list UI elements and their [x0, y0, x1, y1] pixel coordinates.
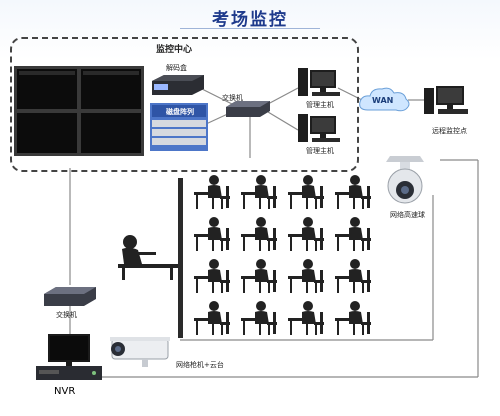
management-host-2-label: 管理主机 [306, 147, 334, 155]
student-seat-icon [194, 259, 230, 293]
student-seat-icon [241, 259, 277, 293]
decoder-label: 解码盒 [166, 64, 187, 72]
student-seat-icon [241, 175, 277, 209]
bullet-camera-icon [110, 337, 170, 367]
diagram-title: 考场监控 [212, 10, 288, 30]
student-seat-icon [288, 259, 324, 293]
classroom-wall [178, 178, 183, 338]
student-seat-icon [288, 175, 324, 209]
decoder-box-icon [152, 75, 204, 95]
nvr-recorder-icon [36, 366, 102, 380]
remote-point-label: 远程监控点 [432, 127, 467, 135]
switch-local-label: 交换机 [56, 311, 77, 319]
management-host-2-icon [298, 114, 340, 142]
local-switch-icon [44, 287, 96, 306]
management-host-1-icon [298, 68, 340, 96]
student-seat-icon [335, 301, 371, 335]
speed-dome-camera-icon [386, 156, 424, 204]
student-seat-icon [241, 301, 277, 335]
disk-array-icon [150, 103, 208, 151]
student-seat-icon [288, 301, 324, 335]
exam-seats-grid [194, 175, 371, 335]
disk-array-label: 磁盘阵列 [166, 108, 194, 116]
bullet-camera-label: 网络枪机+云台 [176, 361, 224, 369]
student-seat-icon [194, 301, 230, 335]
student-seat-icon [288, 217, 324, 251]
monitor-center-label: 监控中心 [156, 45, 193, 55]
wan-label: WAN [372, 96, 394, 105]
monitor-center-region [10, 37, 359, 172]
nvr-monitor-icon [48, 334, 90, 366]
student-seat-icon [194, 175, 230, 209]
wan-cloud-icon [359, 87, 410, 112]
video-wall-icon [14, 66, 144, 156]
switch-center-label: 交换机 [222, 94, 243, 102]
speed-dome-label: 网络高速球 [390, 211, 425, 219]
nvr-label: NVR [54, 386, 76, 397]
student-seat-icon [241, 217, 277, 251]
student-seat-icon [335, 259, 371, 293]
center-switch-icon [226, 101, 270, 117]
student-seat-icon [335, 175, 371, 209]
invigilator-figure-icon [118, 235, 178, 280]
title-underline [180, 28, 320, 29]
remote-monitoring-host-icon [424, 86, 468, 114]
management-host-1-label: 管理主机 [306, 101, 334, 109]
student-seat-icon [194, 217, 230, 251]
student-seat-icon [335, 217, 371, 251]
